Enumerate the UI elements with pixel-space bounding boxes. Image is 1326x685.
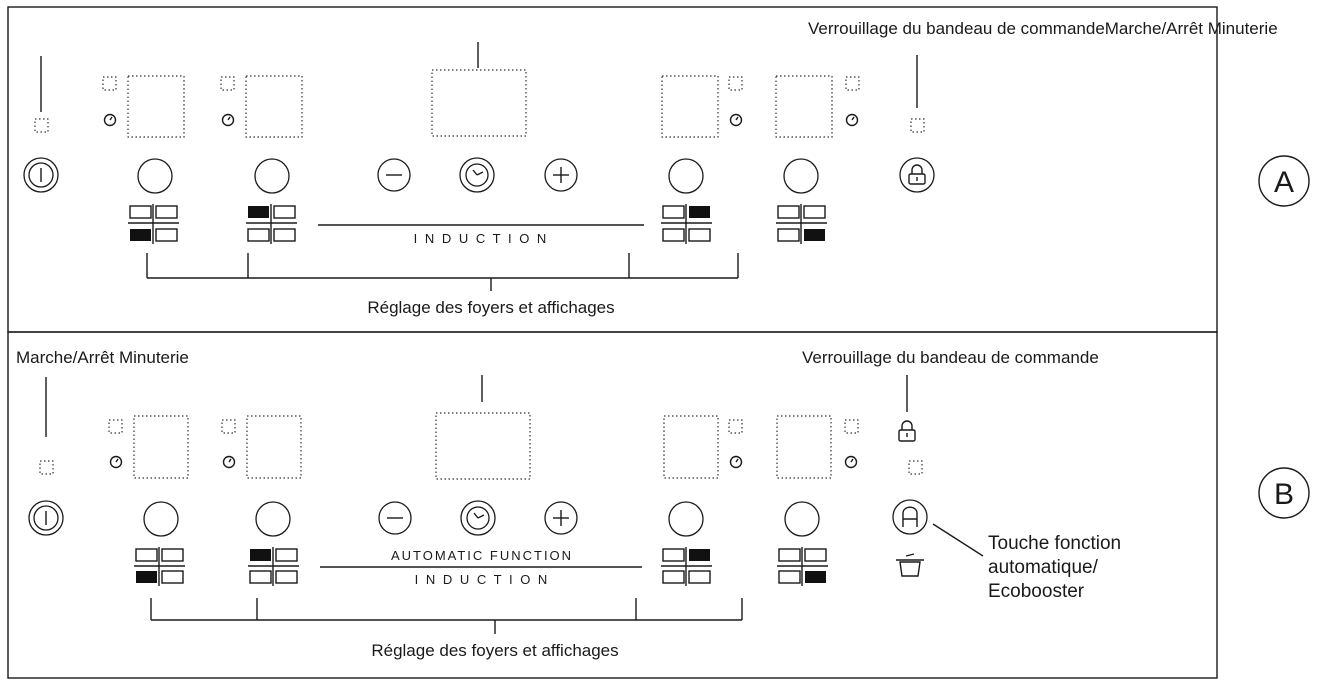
timer-display bbox=[435, 412, 531, 480]
timer-icon bbox=[221, 113, 235, 127]
zone-3-button[interactable] bbox=[668, 158, 704, 194]
zone-display bbox=[246, 415, 302, 479]
lock-icon bbox=[898, 420, 916, 442]
zone-display bbox=[127, 75, 185, 138]
svg-text:B: B bbox=[1274, 478, 1294, 511]
side-label-line-1: Touche fonction bbox=[988, 533, 1121, 554]
panel-b: Marche/Arrêt Minuterie Verrouillage du b… bbox=[16, 348, 1310, 660]
lock-icon bbox=[908, 164, 926, 185]
timer-icon bbox=[845, 113, 859, 127]
panel-a-badge bbox=[1258, 155, 1310, 207]
timer-icon bbox=[472, 169, 478, 176]
label-zones-and-displays: Réglage des foyers et affichages bbox=[367, 298, 614, 317]
label-lock: Verrouillage du bandeau de commande bbox=[802, 348, 1099, 367]
zone-1-button[interactable] bbox=[143, 501, 179, 537]
zone-1-button[interactable] bbox=[137, 158, 173, 194]
brand-text: I N D U C T I O N bbox=[414, 231, 549, 246]
zone-4-button[interactable] bbox=[783, 158, 819, 194]
timer-icon bbox=[729, 113, 743, 127]
timer-button[interactable] bbox=[460, 500, 496, 536]
zone-selector-icon bbox=[128, 204, 179, 244]
timer-icon bbox=[473, 512, 479, 519]
side-label-line-2: automatique/ bbox=[988, 557, 1099, 578]
panel-b-badge bbox=[1258, 467, 1310, 519]
panel-b-frame bbox=[7, 331, 1218, 679]
panel-a: Verrouillage du bandeau de commandeMarch… bbox=[23, 19, 1310, 317]
zone-display bbox=[663, 415, 719, 479]
timer-icon bbox=[222, 455, 236, 469]
auto-function-icon bbox=[902, 506, 918, 527]
zone-2-button[interactable] bbox=[254, 158, 290, 194]
panel-a-frame bbox=[7, 6, 1218, 333]
zone-selector-icon bbox=[661, 204, 712, 244]
zone-selector-icon bbox=[661, 547, 712, 586]
power-button[interactable] bbox=[28, 500, 64, 536]
timer-icon bbox=[109, 455, 123, 469]
zone-2-button[interactable] bbox=[255, 501, 291, 537]
timer-display bbox=[431, 69, 527, 137]
pot-icon bbox=[896, 553, 924, 577]
power-button[interactable] bbox=[23, 157, 59, 193]
minus-button[interactable] bbox=[378, 501, 412, 535]
zone-selector-icon bbox=[776, 204, 827, 244]
svg-text:A: A bbox=[1274, 166, 1294, 199]
automatic-function-text: AUTOMATIC FUNCTION bbox=[391, 548, 573, 563]
timer-icon bbox=[844, 455, 858, 469]
timer-icon bbox=[729, 455, 743, 469]
timer-button[interactable] bbox=[459, 157, 495, 193]
zone-selector-icon bbox=[248, 547, 299, 586]
zone-selector-icon bbox=[246, 204, 297, 244]
plus-button[interactable] bbox=[544, 501, 578, 535]
side-label-line-3: Ecobooster bbox=[988, 581, 1085, 602]
timer-icon bbox=[103, 113, 117, 127]
lock-button[interactable] bbox=[899, 157, 935, 193]
zone-display bbox=[661, 75, 719, 138]
zone-display bbox=[775, 75, 833, 138]
indicator-led bbox=[34, 118, 49, 133]
zone-display bbox=[776, 415, 832, 479]
label-timer: Marche/Arrêt Minuterie bbox=[16, 348, 189, 367]
plus-button[interactable] bbox=[544, 158, 578, 192]
label-lock-and-timer: Verrouillage du bandeau de commandeMarch… bbox=[808, 19, 1278, 38]
zone-4-button[interactable] bbox=[784, 501, 820, 537]
zone-3-button[interactable] bbox=[668, 501, 704, 537]
auto-function-button[interactable] bbox=[892, 499, 928, 535]
brand-text: I N D U C T I O N bbox=[415, 572, 550, 587]
label-zones-and-displays: Réglage des foyers et affichages bbox=[371, 641, 618, 660]
zone-selector-icon bbox=[777, 547, 828, 586]
zone-display bbox=[133, 415, 189, 479]
zone-display bbox=[245, 75, 303, 138]
minus-button[interactable] bbox=[377, 158, 411, 192]
zone-selector-icon bbox=[134, 547, 185, 586]
